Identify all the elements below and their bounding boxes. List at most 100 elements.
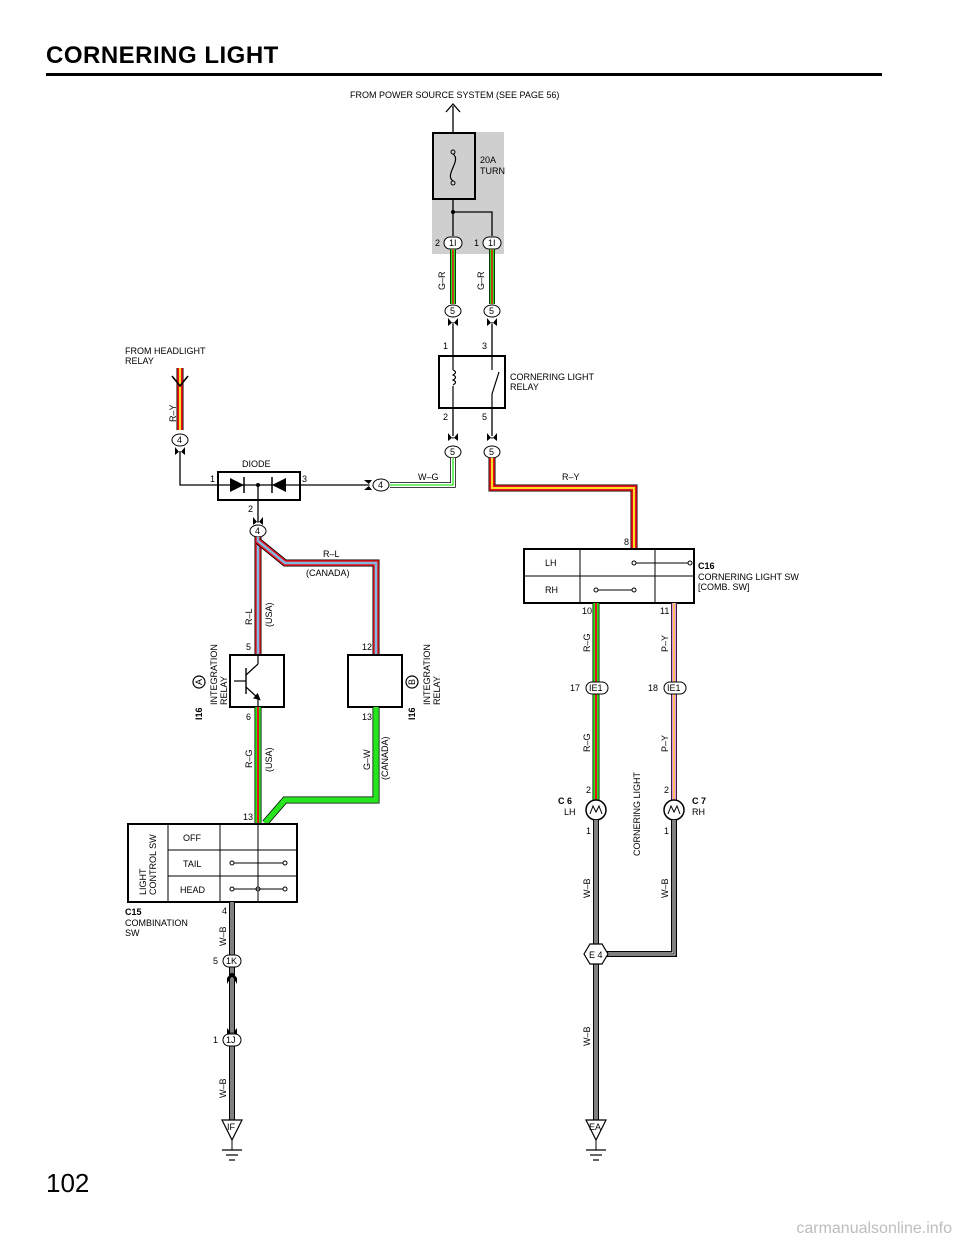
headlight-source-1: FROM HEADLIGHT — [125, 346, 206, 356]
connector-1j — [222, 1033, 242, 1047]
lcs-head-contact — [229, 886, 288, 892]
svg-text:1: 1 — [586, 826, 591, 836]
watermark: carmanualsonline.info — [796, 1220, 952, 1237]
title-rule — [46, 73, 882, 76]
wire-label-w-b-5: W–B — [582, 1026, 592, 1046]
diode-left — [230, 478, 244, 492]
connector-ie1-left — [585, 681, 609, 695]
svg-text:5: 5 — [450, 306, 455, 316]
comb-label-1: COMBINATION — [125, 918, 188, 928]
cornering-light-relay — [438, 355, 506, 409]
svg-text:2: 2 — [664, 785, 669, 795]
svg-text:17: 17 — [570, 683, 580, 693]
power-feed-arrow — [445, 103, 461, 113]
svg-text:1K: 1K — [226, 956, 237, 966]
svg-text:5: 5 — [450, 447, 455, 457]
svg-text:1: 1 — [474, 238, 479, 248]
junction-e4 — [583, 943, 609, 965]
connector-5-top-left — [444, 304, 462, 318]
comb-code: C15 — [125, 907, 142, 917]
label-usa-top: (USA) — [264, 602, 274, 627]
wire-label-r-g-2: R–G — [582, 733, 592, 752]
svg-text:A: A — [194, 679, 204, 685]
svg-text:1J: 1J — [226, 1035, 236, 1045]
svg-text:2: 2 — [586, 785, 591, 795]
svg-text:11: 11 — [660, 606, 669, 616]
wire-label-r-g-usa: R–G — [244, 749, 254, 768]
integ-code-b: I16 — [407, 707, 417, 720]
svg-text:8: 8 — [624, 537, 629, 547]
integ-label-2-b: RELAY — [432, 676, 442, 705]
integ-label-1-a: INTEGRATION — [209, 644, 219, 705]
wire-label-r-y: R–Y — [562, 472, 580, 482]
svg-text:5: 5 — [213, 956, 218, 966]
ground-ea — [585, 1119, 607, 1142]
svg-text:3: 3 — [482, 341, 487, 351]
svg-text:4: 4 — [378, 480, 383, 490]
page-number: 102 — [46, 1168, 90, 1198]
svg-text:2: 2 — [248, 504, 253, 514]
lamp-side-lh: LH — [564, 807, 576, 817]
connector-ie1-right — [663, 681, 687, 695]
lcs-label-2: CONTROL SW — [148, 834, 158, 895]
fuse-name: TURN — [480, 166, 505, 176]
wire-label-w-b-4: W–B — [660, 878, 670, 898]
wire-r-l-canada — [255, 538, 380, 654]
svg-text:IE1: IE1 — [667, 683, 681, 693]
svg-text:B: B — [407, 679, 417, 685]
wire-r-y-relay-to-sw — [488, 458, 638, 549]
svg-text:12: 12 — [362, 642, 372, 652]
svg-text:2: 2 — [443, 412, 448, 422]
label-canada-bottom: (CANADA) — [380, 736, 390, 780]
lcs-off: OFF — [183, 833, 201, 843]
integration-relay-b — [347, 654, 403, 708]
svg-text:3: 3 — [302, 474, 307, 484]
page-title: CORNERING LIGHT — [46, 42, 279, 69]
sw-lh-label: LH — [545, 558, 557, 568]
fuse-rating: 20A — [480, 155, 496, 165]
power-source-label: FROM POWER SOURCE SYSTEM (SEE PAGE 56) — [350, 90, 559, 100]
fuse-block-shade — [432, 132, 504, 254]
wire-label-p-y-1: P–Y — [660, 635, 670, 652]
svg-text:1I: 1I — [488, 238, 496, 248]
label-canada-top: (CANADA) — [306, 568, 350, 578]
integ-marker-b — [405, 675, 419, 689]
wire-g-w — [262, 707, 380, 826]
sw-rh-label: RH — [545, 585, 558, 595]
wire-label-r-l-usa: R–L — [244, 608, 254, 625]
wire-label-r-y-headlight: R–Y — [168, 404, 178, 422]
wire-label-w-b-3: W–B — [582, 878, 592, 898]
sw-label-1: CORNERING LIGHT SW — [698, 572, 799, 582]
wire-label-p-y-2: P–Y — [660, 735, 670, 752]
svg-text:13: 13 — [243, 812, 253, 822]
svg-text:13: 13 — [362, 712, 372, 722]
sw-lh-contact — [631, 560, 693, 566]
wire-label-w-g: W–G — [418, 472, 439, 482]
comb-label-2: SW — [125, 928, 140, 938]
svg-text:6: 6 — [246, 712, 251, 722]
svg-text:1: 1 — [210, 474, 215, 484]
integ-label-1-b: INTEGRATION — [422, 644, 432, 705]
lcs-tail: TAIL — [183, 859, 201, 869]
svg-text:1I: 1I — [449, 238, 457, 248]
label-usa-bottom: (USA) — [264, 747, 274, 772]
svg-text:10: 10 — [582, 606, 592, 616]
svg-text:4: 4 — [177, 435, 182, 445]
diode-label: DIODE — [242, 459, 271, 469]
svg-text:18: 18 — [648, 683, 658, 693]
wire-w-g — [390, 458, 456, 488]
svg-text:IF: IF — [227, 1122, 236, 1132]
relay-label-2: RELAY — [510, 382, 539, 392]
lamp-code-lh: C 6 — [558, 796, 572, 806]
relay-contact — [491, 371, 500, 395]
svg-text:E 4: E 4 — [589, 950, 603, 960]
wire-label-g-r-right: G–R — [476, 271, 486, 290]
diode-right — [272, 478, 286, 492]
svg-text:4: 4 — [222, 906, 227, 916]
svg-text:1: 1 — [213, 1035, 218, 1045]
connector-4-headlight — [171, 433, 189, 447]
svg-text:1: 1 — [443, 341, 448, 351]
integ-marker-a — [192, 675, 206, 689]
relay-label-1: CORNERING LIGHT — [510, 372, 595, 382]
